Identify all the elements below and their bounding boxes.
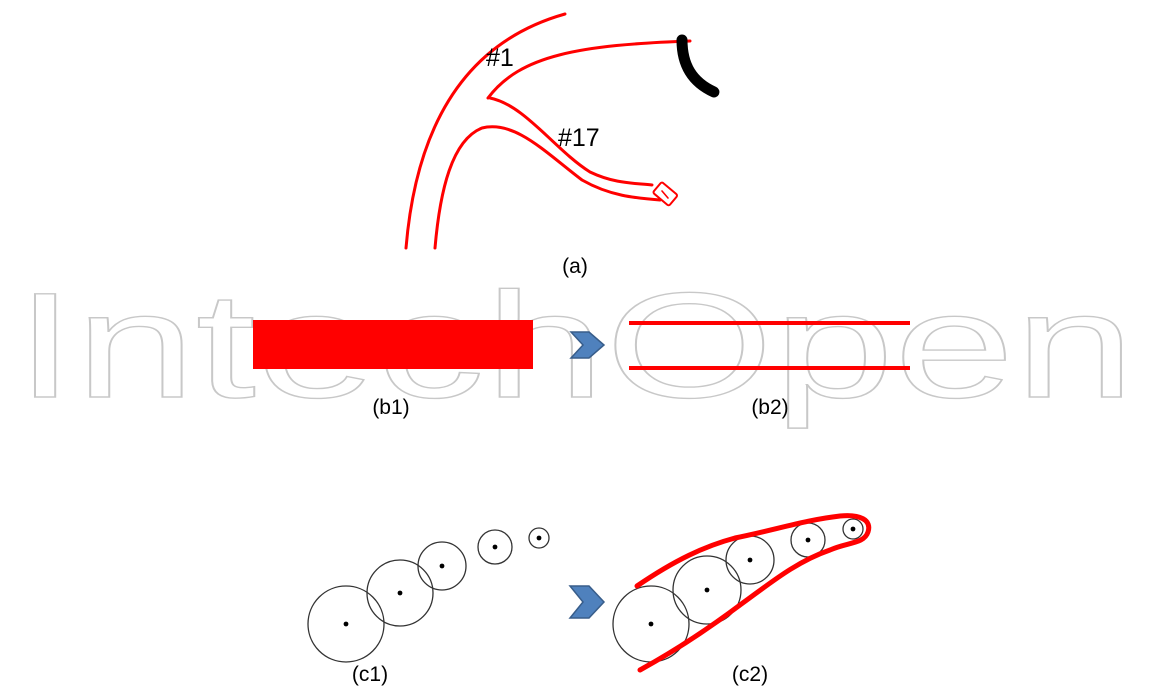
inscribed-circle bbox=[307, 585, 385, 663]
caption-c1: (c1) bbox=[352, 663, 388, 686]
vessel-1-lower-wall bbox=[486, 39, 692, 100]
circle-center bbox=[397, 590, 403, 596]
arrow-b bbox=[569, 331, 606, 359]
circles-c2 bbox=[612, 518, 864, 663]
vessel-inner-wall bbox=[433, 125, 662, 250]
catheter bbox=[676, 34, 720, 98]
inscribed-circle bbox=[842, 518, 864, 540]
vessel-label-17: #17 bbox=[558, 124, 600, 152]
caption-b1: (b1) bbox=[372, 396, 409, 419]
inscribed-circle bbox=[366, 559, 434, 627]
vessel-tree bbox=[404, 12, 692, 250]
circle-center bbox=[747, 557, 753, 563]
caption-a: (a) bbox=[562, 255, 588, 278]
watermark: IntechOpen bbox=[15, 261, 1135, 429]
circles-c1 bbox=[307, 527, 550, 663]
filled-vessel-bar bbox=[253, 320, 533, 369]
caption-b2: (b2) bbox=[751, 396, 788, 419]
circle-center bbox=[850, 526, 856, 532]
vessel-outer-wall bbox=[404, 12, 567, 250]
catheter-tip bbox=[652, 181, 678, 207]
circle-center bbox=[492, 544, 498, 550]
circle-center bbox=[439, 563, 445, 569]
circle-center bbox=[805, 537, 811, 543]
circle-center bbox=[343, 621, 349, 627]
inscribed-circle bbox=[528, 527, 550, 549]
catheter-tip-mark bbox=[661, 190, 669, 199]
caption-c2: (c2) bbox=[732, 663, 768, 686]
circle-center bbox=[536, 535, 542, 541]
inscribed-circle bbox=[672, 555, 742, 625]
panel-b: (b1) (b2) bbox=[253, 320, 910, 419]
inscribed-circle bbox=[477, 529, 513, 565]
arrow-c bbox=[568, 585, 606, 619]
centers-c2 bbox=[648, 526, 856, 627]
vessel-outline bbox=[634, 513, 872, 673]
circle-center bbox=[648, 621, 654, 627]
vessel-label-1: #1 bbox=[486, 44, 514, 72]
centers-c1 bbox=[343, 535, 542, 627]
vessel-17-upper-wall bbox=[488, 96, 654, 187]
circle-center bbox=[704, 587, 710, 593]
panel-c: (c1) (c2) bbox=[307, 513, 872, 686]
inscribed-circle bbox=[417, 541, 467, 591]
panel-a: #1 #17 (a) bbox=[404, 12, 720, 278]
